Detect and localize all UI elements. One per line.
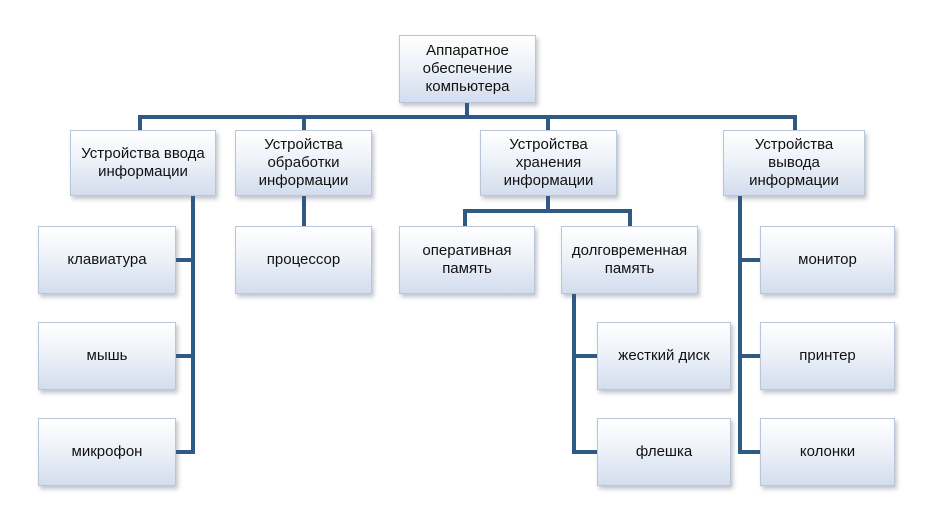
output-item-printer: принтер [760,322,895,390]
longterm-item-hard-disk: жесткий диск [597,322,731,390]
connector-output [738,194,762,454]
connector-longterm [572,292,599,454]
connector-storage [463,194,632,228]
input-item-keyboard: клавиатура [38,226,176,294]
output-item-speakers: колонки [760,418,895,486]
root-node: Аппаратное обеспечение компьютера [399,35,536,103]
category-storage-devices: Устройства хранения информации [480,130,617,196]
longterm-item-flash-drive: флешка [597,418,731,486]
category-input-devices: Устройства ввода информации [70,130,216,196]
input-item-microphone: микрофон [38,418,176,486]
connector-input [174,194,195,454]
processing-item-processor: процессор [235,226,372,294]
output-item-monitor: монитор [760,226,895,294]
input-item-mouse: мышь [38,322,176,390]
connector-root-bus [138,101,797,132]
storage-item-longterm: долговременная память [561,226,698,294]
storage-item-ram: оперативная память [399,226,535,294]
category-output-devices: Устройства вывода информации [723,130,865,196]
category-processing-devices: Устройства обработки информации [235,130,372,196]
